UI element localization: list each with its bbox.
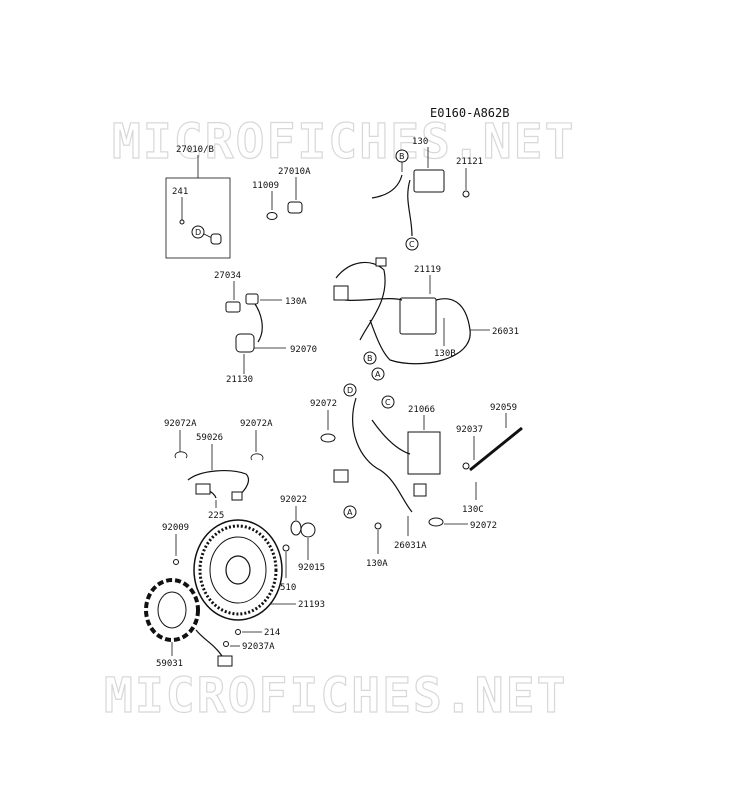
callout-92037A[interactable]: 92037A: [242, 642, 275, 652]
key-510: [282, 544, 290, 552]
svg-text:C: C: [385, 398, 391, 407]
svg-text:A: A: [375, 370, 381, 379]
connector-C-mid: [381, 395, 395, 409]
svg-text:D: D: [347, 386, 353, 395]
harness-26031: [335, 261, 471, 365]
plug-cap-21130: [245, 293, 259, 305]
diagram-code: E0160-A862B: [430, 106, 509, 120]
switch-27010B: [210, 233, 222, 245]
stator-plug: [217, 655, 233, 667]
callout-21193[interactable]: 21193: [298, 600, 325, 610]
connector-A-bottom: [343, 505, 357, 519]
callout-92072-mid[interactable]: 92072: [310, 399, 337, 409]
coil-21121: [235, 333, 255, 353]
svg-text:A: A: [347, 508, 353, 517]
relay-wires: [371, 174, 413, 237]
connector-A-mid: [371, 367, 385, 381]
harness-plug-B: [333, 469, 349, 483]
screw-214: [235, 629, 241, 635]
clamp-92072-right: [428, 517, 444, 527]
callout-26031[interactable]: 26031: [492, 327, 519, 337]
callout-214[interactable]: 214: [264, 628, 280, 638]
callout-27010A[interactable]: 27010A: [278, 167, 311, 177]
module-21119: [399, 297, 437, 335]
callout-27010B[interactable]: 27010/B: [176, 145, 214, 155]
cap-92070: [225, 301, 241, 313]
clamp-92072A-right: [250, 453, 264, 461]
gasket-11009: [266, 212, 278, 220]
regulator-21066: [407, 431, 441, 475]
sensor-plug: [231, 491, 243, 501]
callout-59031[interactable]: 59031: [156, 659, 183, 669]
callout-21130[interactable]: 130A: [285, 297, 307, 307]
flywheel-21193: [193, 519, 283, 621]
callout-21121[interactable]: 21130: [226, 375, 253, 385]
rod-92059: [469, 426, 523, 472]
watermark-bottom: MICROFICHES.NET: [104, 668, 567, 724]
washer-241: [179, 219, 185, 225]
connector-B-mid: [363, 351, 377, 365]
clamp-92072A-left: [174, 451, 188, 459]
nut-92015: [300, 522, 316, 538]
callout-130[interactable]: 92070: [290, 345, 317, 355]
harness-plug: [333, 285, 349, 301]
harness-plug-A: [413, 483, 427, 497]
callout-130A-top[interactable]: 21121: [456, 157, 483, 167]
callout-92072A-right[interactable]: 92072A: [240, 419, 273, 429]
callout-59026[interactable]: 59026: [196, 433, 223, 443]
callout-241[interactable]: 241: [172, 187, 188, 197]
callout-92009[interactable]: 92009: [162, 523, 189, 533]
callout-510[interactable]: 510: [280, 583, 296, 593]
callout-92072-right[interactable]: 92072: [470, 521, 497, 531]
svg-text:C: C: [409, 240, 415, 249]
callout-130C[interactable]: 130C: [462, 505, 484, 515]
sensor-body: [195, 483, 211, 495]
callout-21119[interactable]: 21119: [414, 265, 441, 275]
callout-92072A-left[interactable]: 92072A: [164, 419, 197, 429]
stator-lead: [195, 629, 223, 657]
callout-92070[interactable]: 27034: [214, 271, 241, 281]
washer-92022: [290, 520, 302, 536]
connector-D-mid: [343, 383, 357, 397]
clamp-92037A: [223, 641, 229, 647]
svg-text:B: B: [367, 354, 373, 363]
watermark-top: MICROFICHES.NET: [112, 114, 575, 170]
callout-225[interactable]: 225: [208, 511, 224, 521]
harness-plug-2: [375, 257, 387, 267]
callout-92022[interactable]: 92022: [280, 495, 307, 505]
stator-59031: [144, 578, 200, 642]
relay-27034: [413, 169, 445, 193]
connector-C-top: [405, 237, 419, 251]
callout-11009[interactable]: 11009: [252, 181, 279, 191]
screw-92009: [173, 559, 179, 565]
harness-26031A: [352, 397, 413, 513]
callout-130A-bottom[interactable]: 130A: [366, 559, 388, 569]
bolt-130A-top: [462, 190, 470, 198]
callout-21066[interactable]: 21066: [408, 405, 435, 415]
clamp-92072-mid: [320, 433, 336, 443]
svg-text:B: B: [399, 152, 405, 161]
svg-text:D: D: [195, 228, 201, 237]
connector-D-kit: [191, 225, 205, 239]
callout-130B[interactable]: 130B: [434, 349, 456, 359]
washer-92037: [462, 462, 470, 470]
callout-92037[interactable]: 92037: [456, 425, 483, 435]
switch-27010A: [287, 201, 303, 214]
callout-92059[interactable]: 92059: [490, 403, 517, 413]
callout-27034[interactable]: 130: [412, 137, 428, 147]
callout-92015[interactable]: 92015: [298, 563, 325, 573]
kit-box: [165, 177, 231, 259]
bolt-130A-bottom: [374, 522, 382, 530]
callout-26031A[interactable]: 26031A: [394, 541, 427, 551]
